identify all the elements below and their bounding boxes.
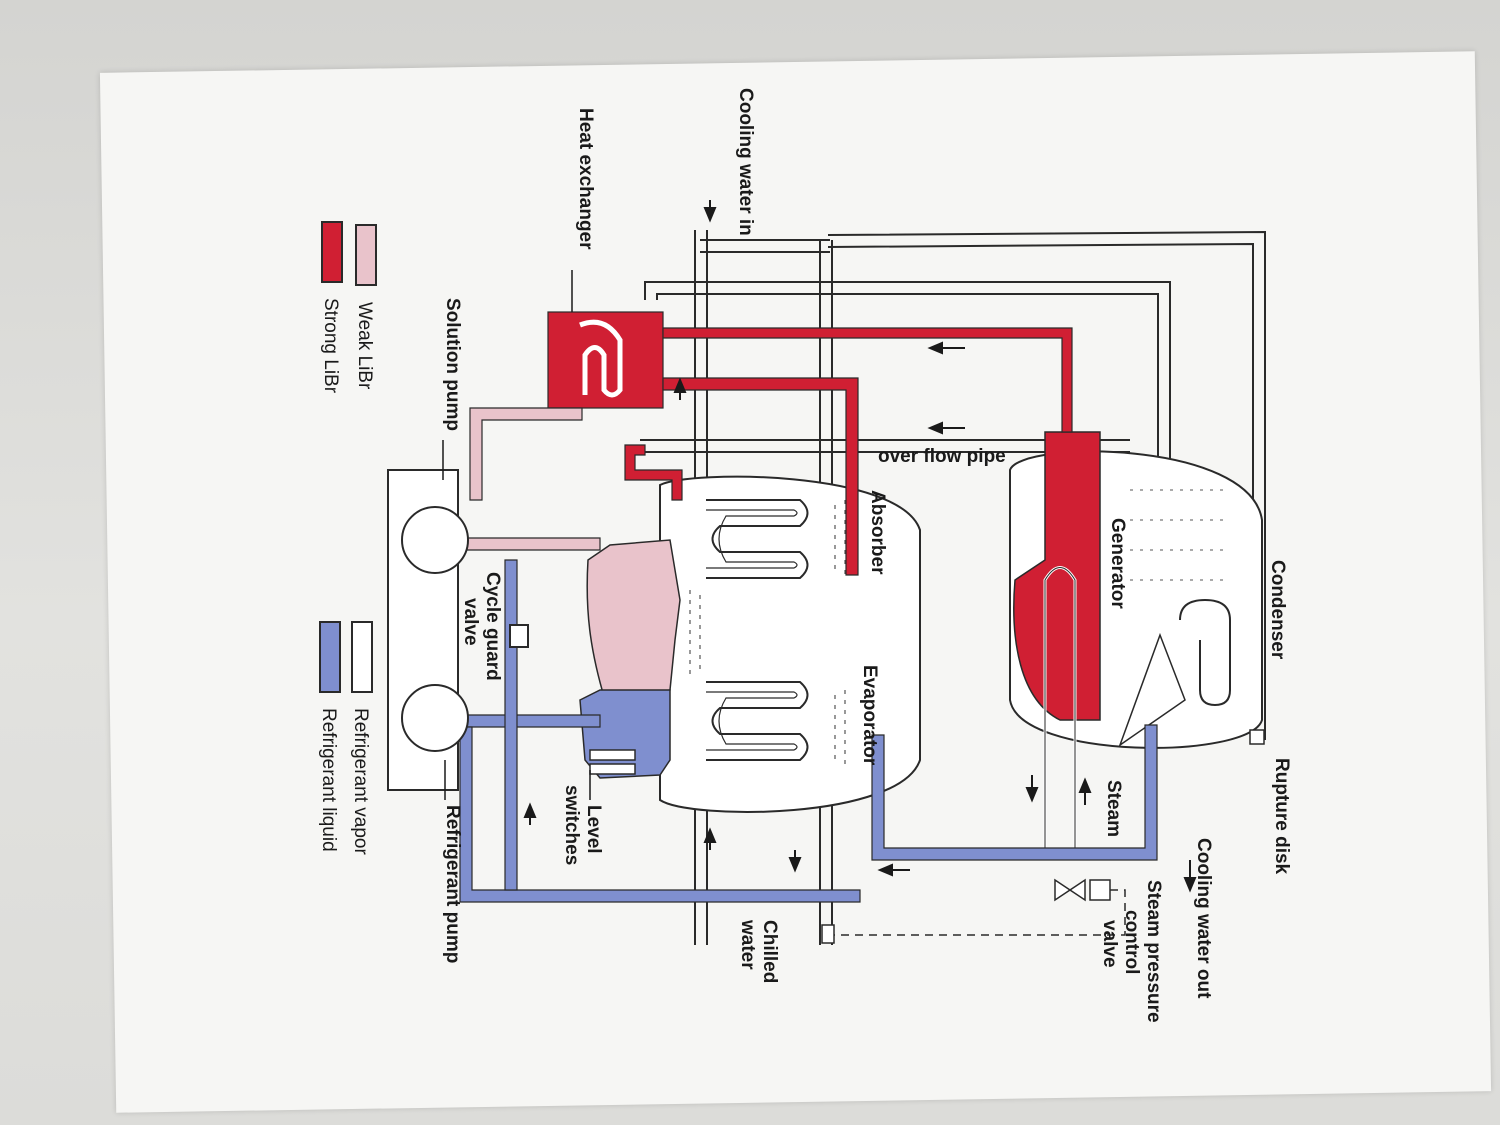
label-steam-pressure: Steam pressure [1143, 880, 1164, 1023]
label-evaporator: Evaporator [859, 665, 880, 766]
label-cooling-water-out: Cooling water out [1193, 838, 1214, 999]
upper-shell [1009, 431, 1265, 860]
flow-arrows [523, 200, 1197, 893]
legend-item-weak-libr: Weak LiBr [354, 224, 377, 390]
solution-pump-icon [401, 506, 469, 574]
label-over-flow-pipe: over flow pipe [878, 446, 1006, 467]
label-level-1: Level [583, 805, 604, 854]
label-absorber: Absorber [867, 490, 888, 575]
absorber-tube-bundle [706, 499, 809, 579]
label-condenser: Condenser [1267, 560, 1288, 660]
steam-valve-icon [821, 878, 1126, 944]
label-steam: Steam [1103, 780, 1124, 837]
label-steam-control: control [1121, 910, 1142, 974]
legend-label-refrigerant-liquid: Refrigerant liquid [318, 708, 339, 852]
generator-body [1013, 431, 1101, 721]
legend-item-strong-libr: Strong LiBr [320, 221, 343, 394]
cycle-guard-valve-icon [509, 624, 529, 648]
legend-item-refrigerant-liquid: Refrigerant liquid [318, 621, 341, 852]
label-generator: Generator [1107, 518, 1128, 609]
label-cooling-water-in: Cooling water in [735, 88, 756, 236]
label-cycle-guard-1: Cycle guard [482, 572, 503, 681]
refrigerant-pump-icon [401, 684, 469, 752]
label-chilled-1: Chilled [759, 920, 780, 983]
label-heat-exchanger: Heat exchanger [575, 108, 596, 250]
label-rupture-disk: Rupture disk [1271, 758, 1292, 875]
weak-libr-pipes [439, 407, 601, 551]
evaporator-tube-bundle [706, 681, 809, 761]
diagram-labels: Rupture disk Cooling water out Steam pre… [442, 88, 1292, 1023]
label-cycle-guard-2: valve [460, 598, 481, 646]
rupture-disk [1249, 729, 1265, 745]
pump-housing [387, 469, 529, 791]
label-solution-pump: Solution pump [442, 298, 463, 431]
legend-label-strong-libr: Strong LiBr [320, 298, 341, 394]
label-refrigerant-pump: Refrigerant pump [442, 805, 463, 963]
weak-libr-sump [586, 539, 681, 701]
strong-libr-pipes [547, 311, 1073, 576]
label-steam-valve: valve [1099, 920, 1120, 968]
legend: Weak LiBr Strong LiBr Refrigerant vapor … [318, 221, 377, 855]
legend-label-refrigerant-vapor: Refrigerant vapor [350, 708, 371, 855]
legend-label-weak-libr: Weak LiBr [354, 302, 375, 390]
label-chilled-2: water [737, 919, 758, 970]
label-level-2: switches [561, 785, 582, 865]
condenser-coil [1179, 598, 1231, 707]
level-switches-icon [589, 749, 636, 775]
legend-item-refrigerant-vapor: Refrigerant vapor [350, 621, 373, 855]
leader-lines [442, 270, 591, 800]
